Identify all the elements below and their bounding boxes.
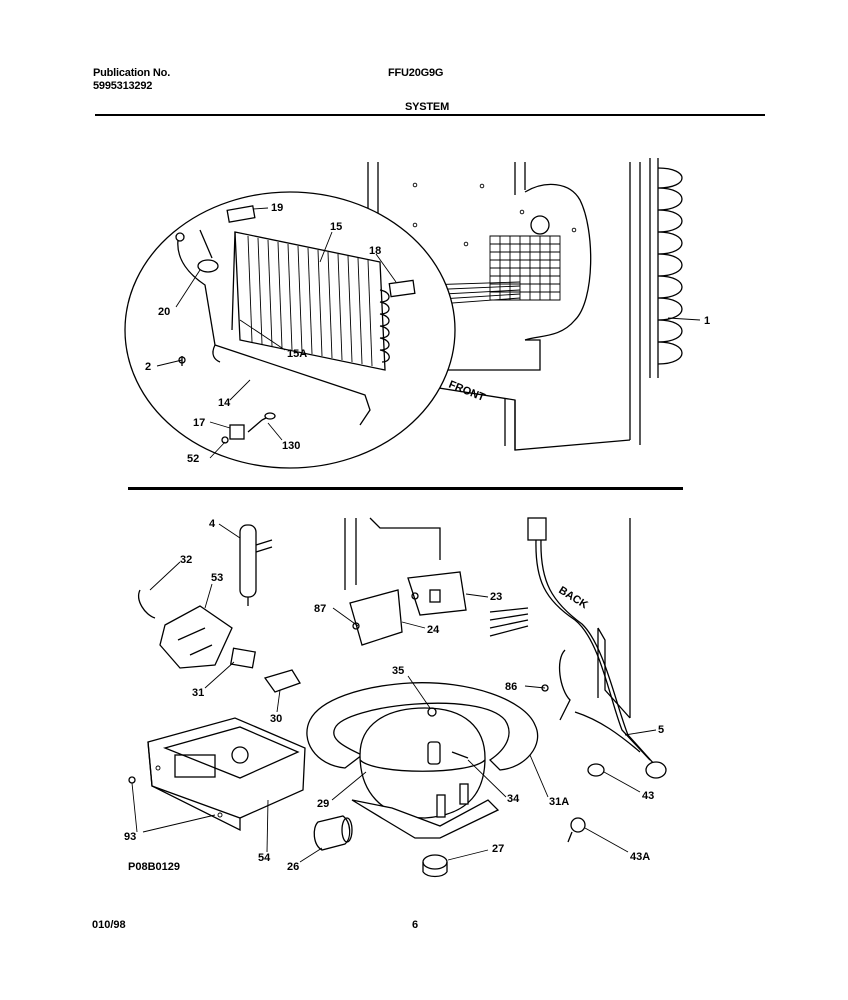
callout-19: 19 xyxy=(271,202,283,214)
compressor xyxy=(351,707,500,839)
wire-harness xyxy=(489,517,667,779)
section-divider xyxy=(128,487,683,490)
callout-93: 93 xyxy=(124,831,136,843)
callout-4: 4 xyxy=(209,518,216,530)
publication-number: 5995313292 xyxy=(93,80,153,92)
base-pan-31a xyxy=(306,682,539,771)
evaporator-detail-circle xyxy=(124,191,456,469)
condenser-coil xyxy=(649,158,683,378)
control-bracket xyxy=(349,571,467,646)
callout-14: 14 xyxy=(218,397,231,409)
callout-87: 87 xyxy=(314,603,326,615)
callout-31a: 31A xyxy=(549,796,569,808)
section-title: SYSTEM xyxy=(405,101,450,113)
capacitor-26 xyxy=(313,815,353,851)
callout-43: 43 xyxy=(642,790,654,802)
callout-86: 86 xyxy=(505,681,517,693)
callout-24: 24 xyxy=(427,624,440,636)
callout-130: 130 xyxy=(282,440,300,452)
callout-15a: 15A xyxy=(287,348,307,360)
callout-52: 52 xyxy=(187,453,199,465)
bottom-leader-lines xyxy=(131,523,657,863)
callout-43a: 43A xyxy=(630,851,650,863)
model-number: FFU20G9G xyxy=(388,67,444,79)
callout-26: 26 xyxy=(287,861,299,873)
top-leader-lines xyxy=(156,207,701,459)
callout-31: 31 xyxy=(192,687,204,699)
relay-overload xyxy=(138,589,301,693)
evaporator-coil xyxy=(231,231,390,371)
footer-date: 010/98 xyxy=(92,919,126,931)
callout-5: 5 xyxy=(658,724,664,736)
grommet-27 xyxy=(422,854,448,878)
header-rule xyxy=(95,114,765,116)
callout-20: 20 xyxy=(158,306,170,318)
callout-34: 34 xyxy=(507,793,520,805)
drawing-number: P08B0129 xyxy=(128,861,180,873)
callout-32: 32 xyxy=(180,554,192,566)
callout-30: 30 xyxy=(270,713,282,725)
callout-1: 1 xyxy=(704,315,710,327)
publication-label: Publication No. xyxy=(93,67,171,79)
callout-29: 29 xyxy=(317,798,329,810)
drier-filter xyxy=(239,524,273,606)
callout-18: 18 xyxy=(369,245,381,257)
callout-15: 15 xyxy=(330,221,342,233)
callout-54: 54 xyxy=(258,852,271,864)
callout-17: 17 xyxy=(193,417,205,429)
page-number: 6 xyxy=(412,919,418,931)
callout-27: 27 xyxy=(492,843,504,855)
control-box-54 xyxy=(147,717,306,832)
callout-2: 2 xyxy=(145,361,151,373)
callout-23: 23 xyxy=(490,591,502,603)
front-label: FRONT xyxy=(447,379,487,404)
callout-53: 53 xyxy=(211,572,223,584)
back-label: BACK xyxy=(556,584,589,611)
callout-35: 35 xyxy=(392,665,404,677)
